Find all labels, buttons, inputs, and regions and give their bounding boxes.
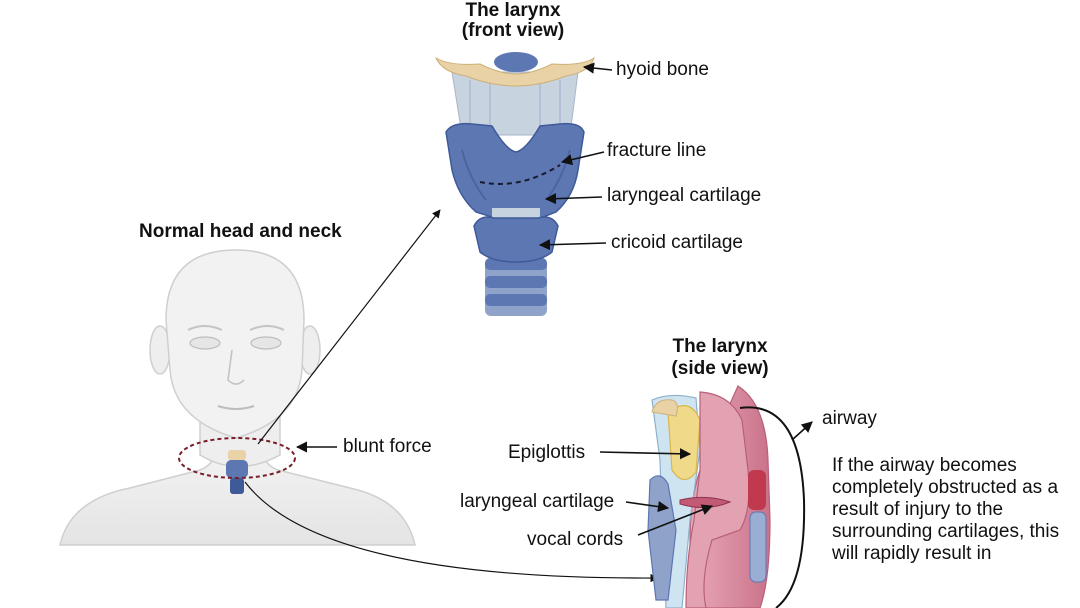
label-epiglottis: Epiglottis xyxy=(508,442,586,463)
neck-larynx xyxy=(226,450,248,494)
vocal-cords xyxy=(679,496,732,508)
connector-to-front-view xyxy=(257,209,441,445)
label-hyoid-bone: hyoid bone xyxy=(616,59,709,80)
connector-to-side-view xyxy=(244,481,659,583)
side-view-larynx xyxy=(647,385,771,608)
fracture-line xyxy=(479,164,561,185)
mouth xyxy=(217,405,255,410)
side-view-leaders xyxy=(599,448,714,536)
cricoid-cartilage xyxy=(473,216,559,263)
hyoid-bone xyxy=(434,56,595,87)
label-blunt-force: blunt force xyxy=(343,436,432,457)
airway-arrow xyxy=(791,421,813,441)
right-eye xyxy=(250,336,282,350)
label-vocal-cords: vocal cords xyxy=(527,529,624,550)
label-fracture-line: fracture line xyxy=(607,140,707,161)
airway-obstruction-note: If the airway becomes completely obstruc… xyxy=(832,455,1060,564)
nose xyxy=(227,349,245,385)
epiglottis xyxy=(667,405,701,481)
label-laryngeal-cartilage-front: laryngeal cartilage xyxy=(607,185,762,206)
head xyxy=(165,249,305,439)
side-view-title-1: The larynx xyxy=(672,336,768,357)
trachea xyxy=(485,258,547,316)
side-hyoid xyxy=(651,399,678,417)
arytenoid xyxy=(748,470,766,510)
label-cricoid-cartilage: cricoid cartilage xyxy=(611,232,743,253)
front-view-title-2: (front view) xyxy=(461,20,565,41)
head-and-neck-figure xyxy=(59,249,416,546)
epiglottis-tip xyxy=(494,52,538,72)
head-neck-title: Normal head and neck xyxy=(139,221,342,242)
blunt-force-ring xyxy=(178,437,296,479)
label-airway: airway xyxy=(822,408,877,429)
label-laryngeal-cartilage-side: laryngeal cartilage xyxy=(460,491,615,512)
front-view-leaders xyxy=(538,62,613,251)
cricoid-side xyxy=(749,511,767,583)
side-view-title-2: (side view) xyxy=(671,358,769,379)
airway-bracket xyxy=(739,406,806,608)
front-view-larynx xyxy=(434,52,595,316)
left-eye xyxy=(189,336,221,350)
front-view-title-1: The larynx xyxy=(465,0,561,21)
